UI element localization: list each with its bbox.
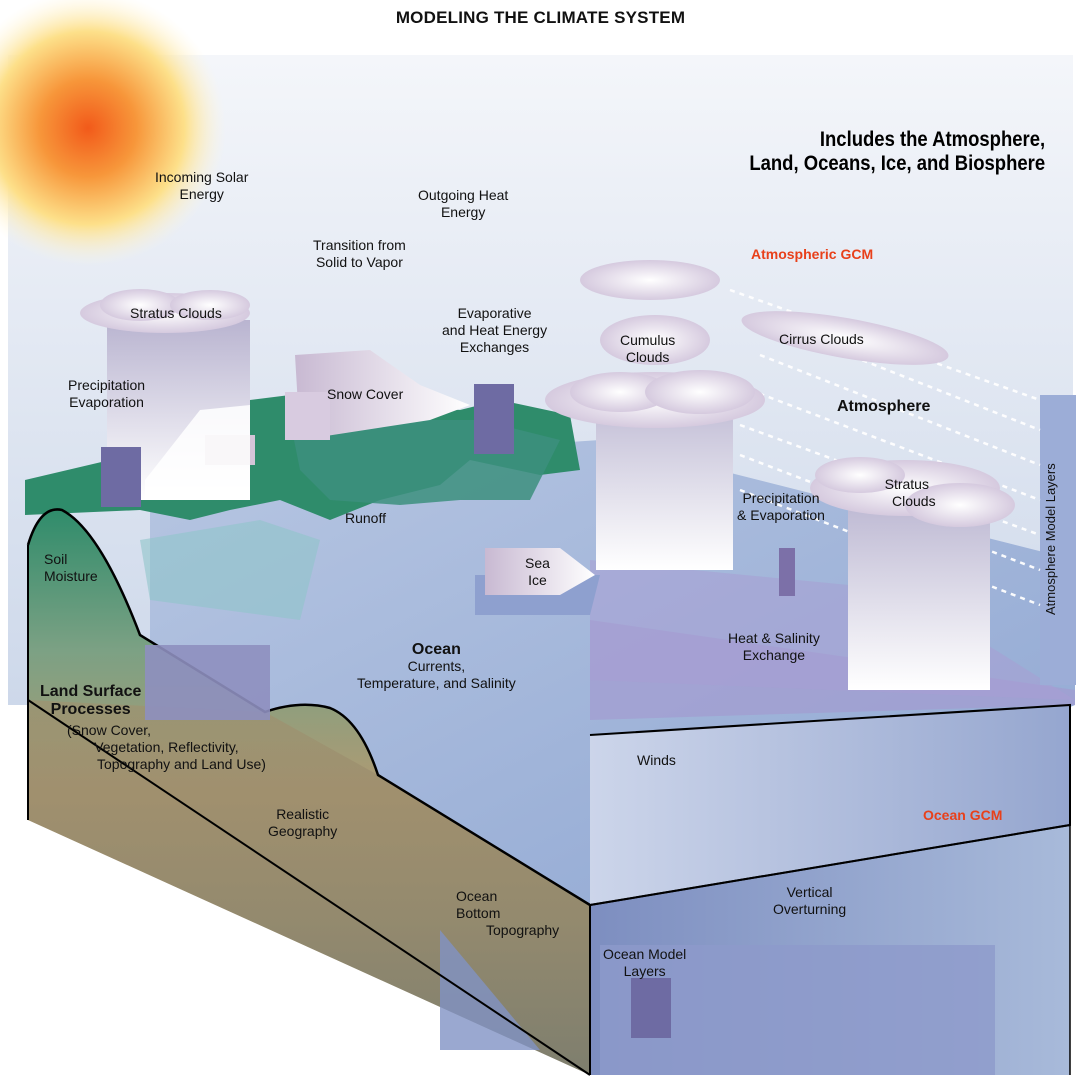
ocean-layer-block	[631, 978, 671, 1038]
sun	[0, 0, 226, 266]
label-ocean-gcm: Ocean GCM	[923, 807, 1003, 823]
headline-line-2: Land, Oceans, Ice, and Biosphere	[749, 152, 1045, 175]
ocean-gcm-box	[590, 705, 1070, 905]
diagram-title: MODELING THE CLIMATE SYSTEM	[395, 8, 686, 27]
clouds	[80, 260, 1015, 527]
label-stratus-left: Stratus Clouds	[130, 305, 222, 321]
evaporation-block	[474, 384, 514, 454]
label-cirrus: Cirrus Clouds	[779, 331, 864, 347]
label-runoff: Runoff	[345, 510, 386, 526]
label-atmosphere: Atmosphere	[837, 398, 931, 415]
label-land-surface-sub: (Snow Cover, Vegetation, Reflectivity, T…	[67, 722, 266, 772]
headline-line-1: Includes the Atmosphere,	[819, 128, 1045, 151]
label-precip-evap-right: Precipitation& Evaporation	[737, 490, 825, 523]
label-winds: Winds	[637, 752, 676, 768]
label-snow-cover: Snow Cover	[327, 386, 404, 402]
label-ocean: Ocean Currents,Temperature, and Salinity	[357, 641, 516, 691]
headline: Includes the Atmosphere, Land, Oceans, I…	[749, 128, 1045, 176]
label-ocean-bottom: Ocean Bottom Topography	[456, 888, 560, 938]
label-atmospheric-gcm: Atmospheric GCM	[751, 246, 874, 262]
snow-cover	[295, 350, 470, 440]
label-atmosphere-model-layers: Atmosphere Model Layers	[1043, 463, 1058, 615]
atmosphere-model-layers-column	[1040, 395, 1076, 685]
sea-ice	[485, 548, 595, 595]
